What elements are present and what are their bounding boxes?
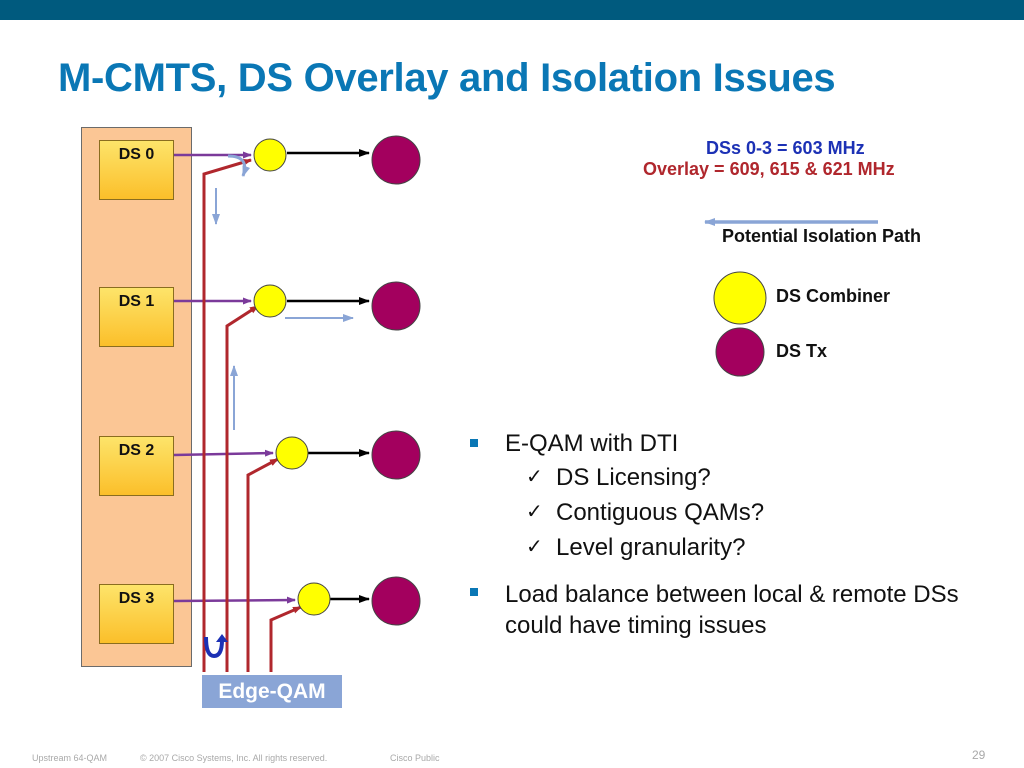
checkmark-icon: ✓ bbox=[526, 466, 543, 488]
edge-qam-label: Edge-QAM bbox=[202, 675, 342, 708]
ds3-link bbox=[173, 596, 296, 604]
transmitter-3 bbox=[371, 576, 421, 626]
checkmark-icon: ✓ bbox=[526, 536, 543, 558]
frequency-overlay: Overlay = 609, 615 & 621 MHz bbox=[643, 159, 895, 179]
combiner-3 bbox=[297, 582, 331, 616]
bullet-marker bbox=[470, 588, 478, 596]
sub-item-text: Level granularity? bbox=[556, 534, 746, 561]
ds2-link bbox=[173, 449, 274, 457]
frequency-primary: DSs 0-3 = 603 MHz bbox=[706, 138, 865, 158]
transmitter-0 bbox=[371, 135, 421, 185]
combiner-2 bbox=[275, 436, 309, 470]
bullet-text: Load balance between local & remote DSs … bbox=[505, 581, 959, 639]
page-number: 29 bbox=[972, 748, 986, 762]
ds-block-0: DS 0 bbox=[99, 140, 174, 200]
combiner-1 bbox=[253, 284, 287, 318]
legend-combiner-label: DS Combiner bbox=[776, 286, 891, 306]
sub-item: ✓ Contiguous QAMs? bbox=[470, 495, 1000, 530]
overlay-path-ds1 bbox=[225, 304, 259, 672]
ds-block-2: DS 2 bbox=[99, 436, 174, 496]
ds-block-1: DS 1 bbox=[99, 287, 174, 347]
bullet-marker bbox=[470, 439, 478, 447]
sub-item: ✓ DS Licensing? bbox=[470, 460, 1000, 495]
overlay-path-ds2 bbox=[246, 457, 279, 672]
footer-classification: Cisco Public bbox=[390, 753, 440, 763]
top-banner bbox=[0, 0, 1024, 20]
bullet-item: Load balance between local & remote DSs … bbox=[470, 579, 1000, 641]
ds-block-3: DS 3 bbox=[99, 584, 174, 644]
overlay-path-ds0 bbox=[202, 158, 252, 672]
m-cmts-chassis bbox=[81, 127, 192, 667]
legend-combiner-icon bbox=[713, 271, 767, 325]
transmitter-2 bbox=[371, 430, 421, 480]
legend-transmitter-icon bbox=[715, 327, 765, 377]
overlay-path-ds3 bbox=[269, 605, 302, 672]
footer-presentation: Upstream 64-QAM bbox=[32, 753, 108, 763]
sub-item: ✓ Level granularity? bbox=[470, 530, 1000, 565]
bullet-text: E-QAM with DTI bbox=[505, 430, 679, 457]
bullet-item: E-QAM with DTI bbox=[470, 430, 1000, 458]
slide-title: M-CMTS, DS Overlay and Isolation Issues bbox=[58, 56, 836, 100]
isolation-path-curve bbox=[227, 154, 251, 177]
sub-item-text: DS Licensing? bbox=[556, 464, 711, 491]
legend-transmitter-label: DS Tx bbox=[776, 341, 828, 361]
combiner-0 bbox=[253, 138, 287, 172]
sub-item-text: Contiguous QAMs? bbox=[556, 499, 765, 526]
uturn-icon bbox=[204, 636, 224, 659]
bullet-list: E-QAM with DTI ✓ DS Licensing? ✓ Contigu… bbox=[470, 430, 1000, 643]
transmitter-1 bbox=[371, 281, 421, 331]
checkmark-icon: ✓ bbox=[526, 501, 543, 523]
footer-copyright: © 2007 Cisco Systems, Inc. All rights re… bbox=[140, 753, 328, 763]
legend-isolation-label: Potential Isolation Path bbox=[722, 226, 922, 246]
